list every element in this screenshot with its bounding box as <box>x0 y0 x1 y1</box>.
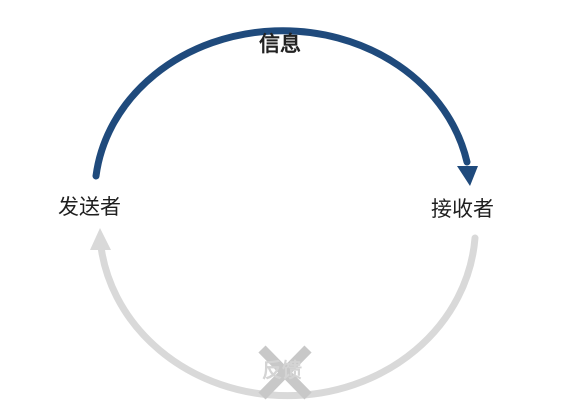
feedback-arc <box>96 234 479 400</box>
sender-label: 发送者 <box>58 195 121 219</box>
message-arc <box>92 27 471 180</box>
arrow-up-icon <box>90 228 111 250</box>
cross-icon <box>258 345 312 400</box>
feedback-label: 反馈 <box>262 358 302 382</box>
arrow-down-icon <box>457 166 478 186</box>
receiver-label: 接收者 <box>431 197 494 221</box>
message-label: 信息 <box>259 32 301 56</box>
